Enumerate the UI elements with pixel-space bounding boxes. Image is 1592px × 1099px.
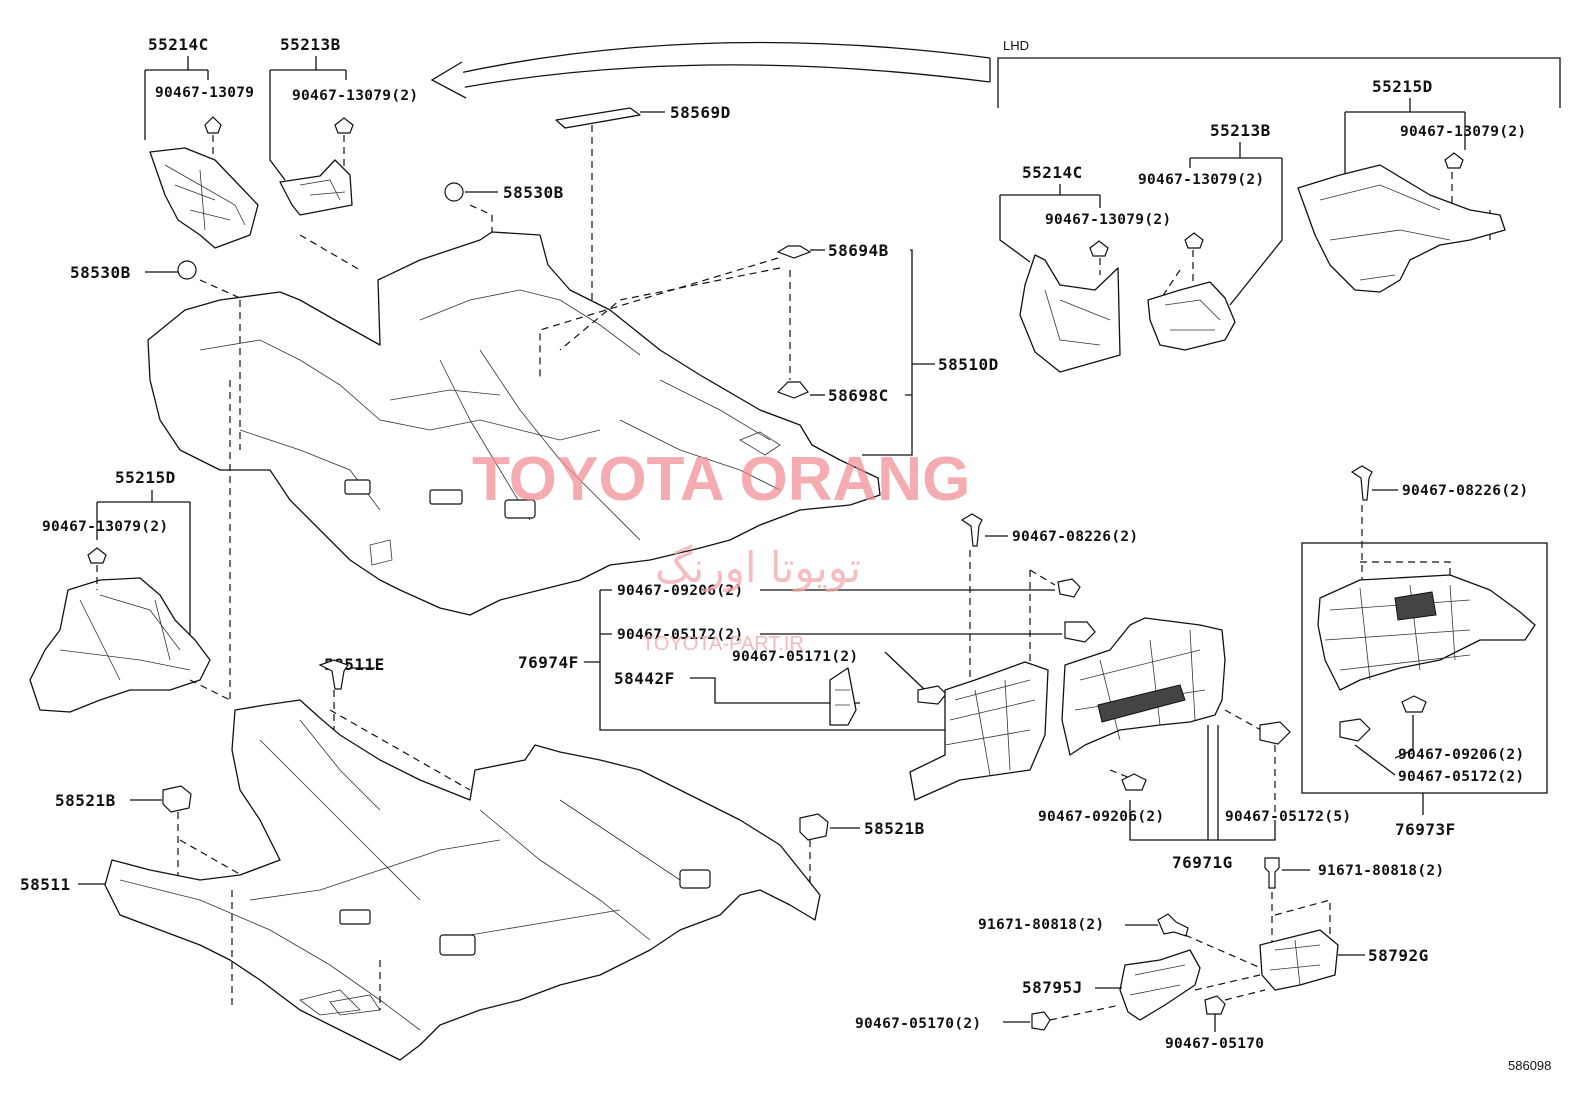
part-55214C-left	[149, 147, 259, 249]
part-58530B-left-label: 58530B	[70, 263, 131, 282]
watermark-persian: تویوتا اورنگ	[655, 543, 861, 592]
clip-90467-13079-label-b: 90467-13079(2)	[292, 88, 418, 104]
part-55214C-right	[1019, 254, 1121, 373]
watermark-site: TOYOTA-PART.IR	[642, 633, 804, 655]
lhd-label: LHD	[1003, 38, 1029, 53]
part-55213B-left	[279, 159, 353, 216]
clip-90467-13079-label-d: 90467-13079(2)	[1400, 124, 1526, 140]
clip-90467-13079-label-e: 90467-13079(2)	[1138, 172, 1264, 188]
part-58530B-top-label: 58530B	[503, 183, 564, 202]
bolt-91671-80818-a-icon	[1264, 857, 1280, 889]
part-58442F	[829, 667, 857, 726]
part-58511-label: 58511	[20, 875, 71, 894]
clip-90467-05172-label-c: 90467-05172(5)	[1225, 809, 1351, 825]
part-58569D-label: 58569D	[670, 103, 731, 122]
clip-90467-08226-label-a: 90467-08226(2)	[1012, 529, 1138, 545]
part-55213B-left-label: 55213B	[280, 35, 341, 54]
part-55215D-right	[1297, 164, 1506, 293]
watermark-main: TOYOTA ORANG	[472, 445, 970, 514]
clip-90467-05170-label-a: 90467-05170(2)	[855, 1016, 981, 1032]
grommet-58530B-left-icon	[177, 260, 197, 280]
part-76973F	[1317, 574, 1536, 691]
part-58569D	[555, 107, 641, 129]
part-76974F	[909, 661, 1049, 801]
part-76971G	[1061, 617, 1226, 756]
clip-90467-08226-a-icon	[960, 513, 983, 547]
clip-90467-08226-label-b: 90467-08226(2)	[1402, 483, 1528, 499]
figure-number: 586098	[1508, 1058, 1551, 1073]
lhd-bracket	[997, 57, 1561, 108]
part-55213B-right-label: 55213B	[1210, 121, 1271, 140]
part-55215D-right-label: 55215D	[1372, 77, 1433, 96]
part-55214C-right-label: 55214C	[1022, 163, 1083, 182]
clip-58698C-icon	[776, 381, 809, 399]
clip-58511E-icon	[318, 659, 349, 690]
part-58694B-label: 58694B	[828, 241, 889, 260]
part-58510D-label: 58510D	[938, 355, 999, 374]
part-58792G	[1259, 929, 1339, 991]
part-55214C-left-label: 55214C	[148, 35, 209, 54]
bolt-91671-80818-label-a: 91671-80818(2)	[1318, 863, 1444, 879]
clip-90467-09206-label-a: 90467-09206(2)	[617, 583, 743, 599]
clip-90467-13079-label-f: 90467-13079(2)	[1045, 212, 1171, 228]
part-58521B-right-label: 58521B	[864, 819, 925, 838]
part-58795J	[1119, 949, 1201, 1021]
clip-58694B-icon	[776, 245, 812, 259]
clip-90467-05172-label-a: 90467-05172(2)	[617, 627, 743, 643]
part-55215D-left	[29, 577, 211, 713]
bolt-91671-80818-label-b: 91671-80818(2)	[978, 917, 1104, 933]
clip-58521B-left-icon	[162, 785, 192, 813]
clip-90467-05171-label: 90467-05171(2)	[732, 649, 858, 665]
bolt-91671-80818-b-icon	[1157, 913, 1189, 937]
part-55213B-right	[1147, 281, 1236, 351]
part-58792G-label: 58792G	[1368, 946, 1429, 965]
part-58521B-left-label: 58521B	[55, 791, 116, 810]
part-58442F-label: 58442F	[614, 669, 675, 688]
clip-90467-09206-label-c: 90467-09206(2)	[1038, 809, 1164, 825]
clip-icon	[204, 116, 222, 134]
part-58698C-label: 58698C	[828, 386, 889, 405]
part-76973F-label: 76973F	[1395, 820, 1456, 839]
clip-90467-05172-label-b: 90467-05172(2)	[1398, 769, 1524, 785]
part-76974F-label: 76974F	[518, 653, 579, 672]
part-76973F-box	[1301, 542, 1548, 794]
clip-90467-05170-label-b: 90467-05170	[1165, 1036, 1264, 1052]
clip-90467-09206-label-b: 90467-09206(2)	[1398, 747, 1524, 763]
grommet-58530B-top-icon	[444, 182, 464, 202]
clip-90467-13079-label-c: 90467-13079(2)	[42, 519, 168, 535]
part-58795J-label: 58795J	[1022, 978, 1083, 997]
floor-carpet-lower-58511	[104, 699, 821, 1061]
lhd-arrow	[430, 41, 991, 99]
floor-carpet-upper-58510D	[147, 231, 881, 616]
clip-58521B-right-icon	[799, 813, 829, 841]
part-55215D-left-label: 55215D	[115, 468, 176, 487]
part-76971G-label: 76971G	[1172, 853, 1233, 872]
clip-90467-13079-label-a: 90467-13079	[155, 85, 254, 101]
